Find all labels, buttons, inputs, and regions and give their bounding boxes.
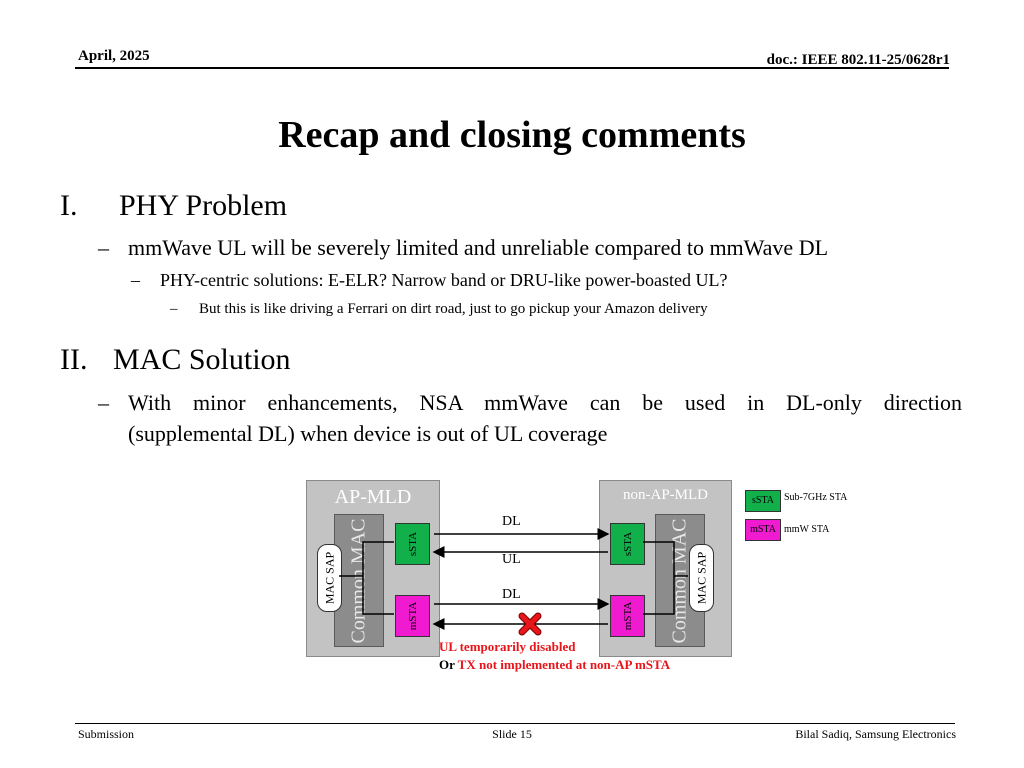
nonap-ssta: sSTA — [610, 523, 645, 565]
ap-mac-sap: MAC SAP — [317, 544, 342, 612]
ap-msta: mSTA — [395, 595, 430, 637]
mld-diagram: AP-MLD Common MAC MAC SAP sSTA mSTA non-… — [306, 480, 736, 680]
section-2-bullet-line-2: (supplemental DL) when device is out of … — [128, 421, 608, 446]
non-ap-mld-box: non-AP-MLD sSTA mSTA Common MAC MAC SAP — [599, 480, 732, 657]
dl-top-label: DL — [502, 514, 521, 529]
section-1-bullet: mmWave UL will be severely limited and u… — [128, 235, 829, 260]
footer-author: Bilal Sadiq, Samsung Electronics — [795, 727, 956, 741]
section-2-bullet-line-1: With minor enhancements, NSA mmWave can … — [128, 390, 962, 415]
header-date: April, 2025 — [78, 48, 150, 64]
header-doc-id: doc.: IEEE 802.11-25/0628r1 — [766, 52, 950, 68]
tx-not-implemented-note: Or TX not implemented at non-AP mSTA — [439, 657, 670, 673]
ap-common-mac: Common MAC — [334, 514, 384, 647]
note-or: Or — [439, 657, 455, 672]
section-1-number: I. — [60, 189, 78, 222]
header-rule — [75, 67, 949, 69]
ap-internal-link-top — [339, 541, 394, 577]
footer-rule — [75, 723, 955, 724]
ap-ssta: sSTA — [395, 523, 430, 565]
ap-mld-box: AP-MLD Common MAC MAC SAP sSTA mSTA — [306, 480, 440, 657]
slide-title: Recap and closing comments — [278, 114, 746, 156]
legend-msta-desc: mmW STA — [784, 524, 830, 535]
bullet-dash: – — [98, 235, 109, 260]
nonap-internal-link — [643, 541, 675, 615]
sub-sub-bullet-dash: – — [170, 301, 178, 317]
diagram-arrows — [339, 528, 688, 636]
legend-ssta-desc: Sub-7GHz STA — [784, 492, 848, 503]
ul-label: UL — [502, 552, 521, 567]
legend-ssta-key: sSTA — [752, 495, 774, 506]
ap-internal-link-bottom — [362, 576, 394, 615]
footer-submission: Submission — [78, 727, 135, 741]
footer-slide-number: Slide 15 — [492, 727, 532, 741]
sub-bullet-dash: – — [131, 270, 140, 290]
section-2-number: II. — [60, 343, 88, 376]
dl-bottom-label: DL — [502, 587, 521, 602]
section-2-heading: MAC Solution — [113, 343, 291, 376]
nonap-mac-sap: MAC SAP — [689, 544, 714, 612]
ul-disabled-note: UL temporarily disabled — [439, 639, 576, 654]
bullet-dash: – — [98, 390, 109, 415]
non-ap-mld-title: non-AP-MLD — [623, 487, 708, 503]
section-1-sub-bullet: PHY-centric solutions: E-ELR? Narrow ban… — [160, 270, 728, 290]
nonap-msta: mSTA — [610, 595, 645, 637]
note-tx: TX not implemented at non-AP mSTA — [457, 657, 671, 672]
ap-mld-title: AP-MLD — [334, 486, 412, 508]
section-1-sub-sub-bullet: But this is like driving a Ferrari on di… — [199, 301, 708, 317]
legend-ssta-swatch: sSTA — [745, 490, 781, 512]
legend-msta-key: mSTA — [750, 524, 776, 535]
disabled-x-icon — [518, 612, 542, 636]
section-1-heading: PHY Problem — [119, 189, 288, 222]
legend-msta-swatch: mSTA — [745, 519, 781, 541]
